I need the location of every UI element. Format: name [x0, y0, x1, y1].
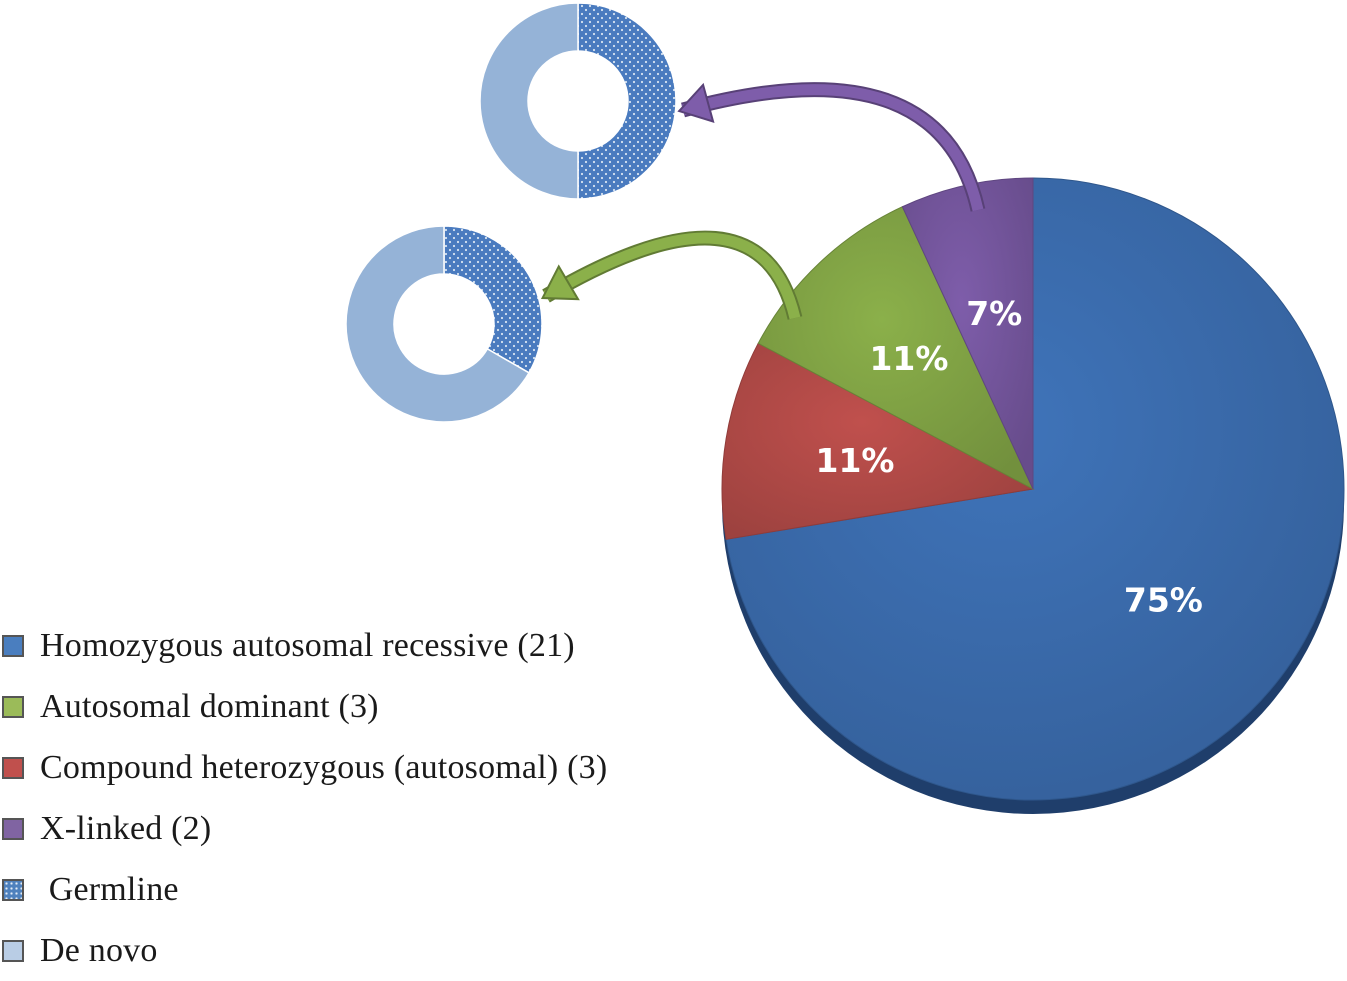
legend: Homozygous autosomal recessive (21) Auto… [2, 615, 607, 981]
donut-segment-germline [443, 225, 543, 374]
donut-segment-de-novo [345, 225, 530, 423]
pie-slice [721, 342, 1035, 540]
legend-swatch [2, 756, 24, 779]
legend-swatch [2, 817, 24, 840]
donut-segment-de-novo [479, 2, 579, 200]
arrow-head [677, 82, 715, 123]
curved-arrow [543, 232, 801, 320]
donut-segment-germline [577, 2, 677, 200]
legend-item-autosomal-dominant: Autosomal dominant (3) [2, 676, 607, 737]
legend-swatch [2, 939, 24, 962]
pie-chart: 75% 11% 11% 7% [345, 2, 1345, 814]
pie-slice [725, 177, 1345, 801]
arrow-head [540, 264, 580, 301]
legend-item-compound-heterozygous: Compound heterozygous (autosomal) (3) [2, 737, 607, 798]
legend-item-homozygous: Homozygous autosomal recessive (21) [2, 615, 607, 676]
legend-swatch [2, 634, 24, 657]
slice-percent-label: 7% [966, 294, 1022, 333]
legend-item-germline: Germline [2, 859, 607, 920]
legend-swatch [2, 878, 24, 901]
legend-label: Compound heterozygous (autosomal) (3) [40, 748, 608, 786]
legend-label: Autosomal dominant (3) [40, 687, 379, 725]
slice-percent-label: 11% [869, 339, 948, 378]
curved-arrow [681, 84, 984, 212]
legend-label: Germline [40, 870, 179, 908]
legend-item-x-linked: X-linked (2) [2, 798, 607, 859]
slice-percent-label: 75% [1124, 581, 1203, 620]
legend-label: De novo [40, 931, 158, 969]
legend-swatch [2, 695, 24, 718]
legend-item-de-novo: De novo [2, 920, 607, 981]
curved-arrow-outline [681, 82, 986, 212]
legend-label: X-linked (2) [40, 809, 212, 847]
slice-percent-label: 11% [815, 441, 894, 480]
legend-label: Homozygous autosomal recessive (21) [40, 626, 575, 664]
pie-slice [757, 206, 1035, 491]
